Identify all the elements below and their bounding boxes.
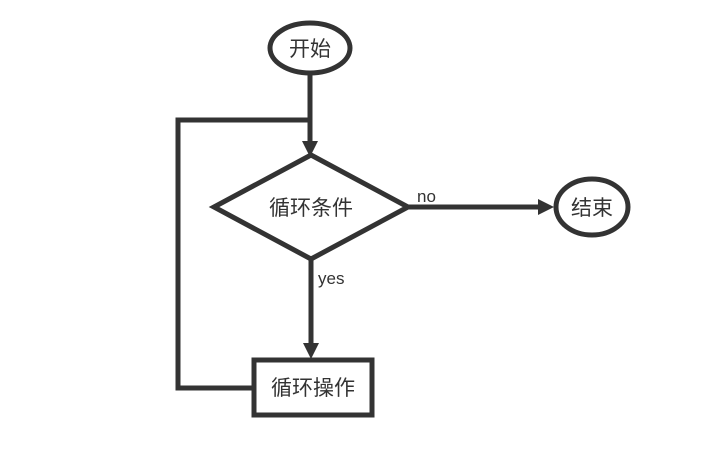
arrowhead-into-end-icon <box>538 199 554 215</box>
edge-loop-back-line <box>175 117 310 391</box>
node-condition-diamond <box>208 152 414 262</box>
node-operation-label: 循环操作 <box>271 377 355 400</box>
node-condition-label: 循环条件 <box>269 197 353 220</box>
edge-label-yes: yes <box>318 269 344 288</box>
node-operation-rectangle <box>251 357 375 418</box>
node-end-ellipse <box>553 176 631 238</box>
arrowhead-into-condition-icon <box>302 141 318 157</box>
arrowhead-into-operation-icon <box>303 343 319 359</box>
edge-label-no: no <box>417 187 436 206</box>
node-end-label: 结束 <box>571 197 613 220</box>
node-start-label: 开始 <box>289 38 331 61</box>
node-start-ellipse <box>267 20 353 76</box>
